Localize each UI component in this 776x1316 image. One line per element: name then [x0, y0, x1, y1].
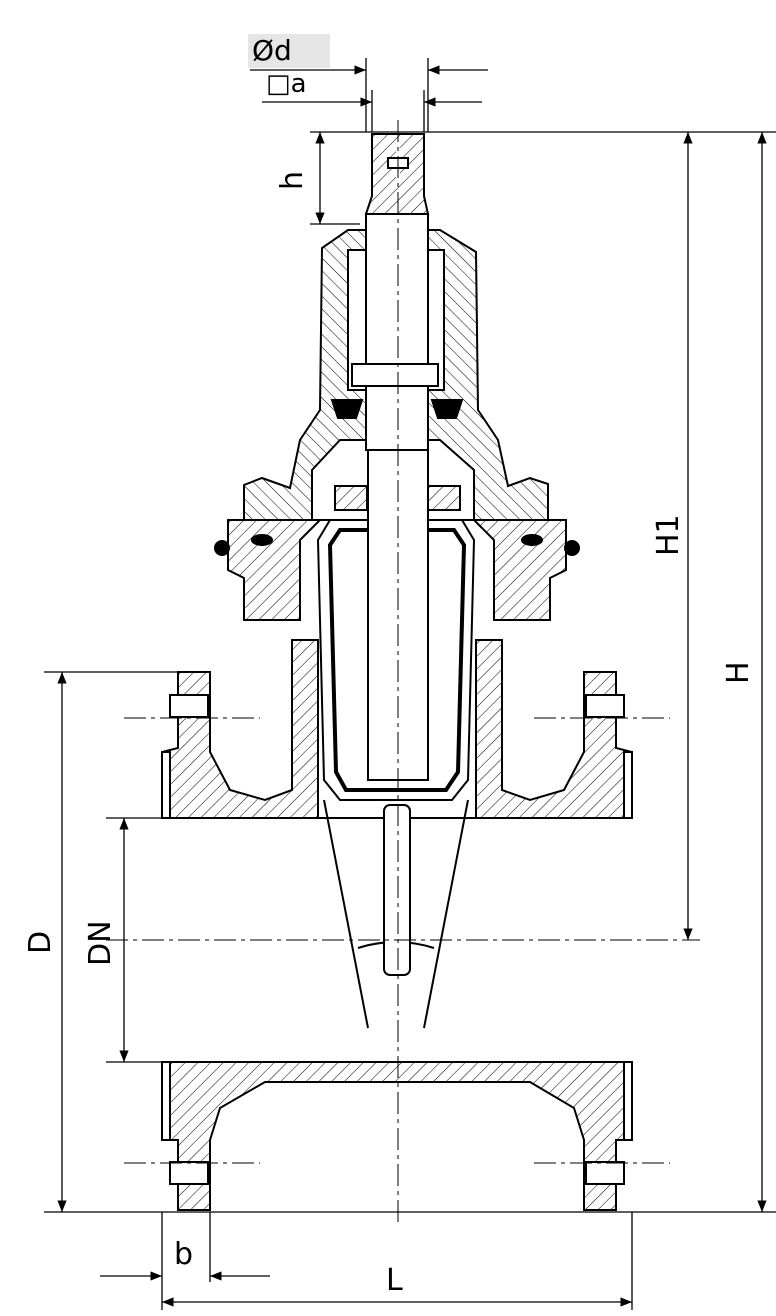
H1-label: H1: [651, 514, 686, 556]
H-label: H: [721, 661, 756, 684]
h-label: h: [275, 171, 310, 190]
dimension-lines: [44, 58, 776, 1310]
DN-label: DN: [83, 920, 118, 966]
a-label: □a: [266, 69, 307, 99]
od-label: Ød: [252, 34, 292, 67]
od-label-shade: [248, 34, 330, 68]
b-label: b: [174, 1237, 193, 1272]
L-label: L: [386, 1263, 403, 1298]
valve-body: [161, 639, 633, 1211]
D-label: D: [23, 931, 58, 954]
centerlines: [106, 120, 700, 1226]
